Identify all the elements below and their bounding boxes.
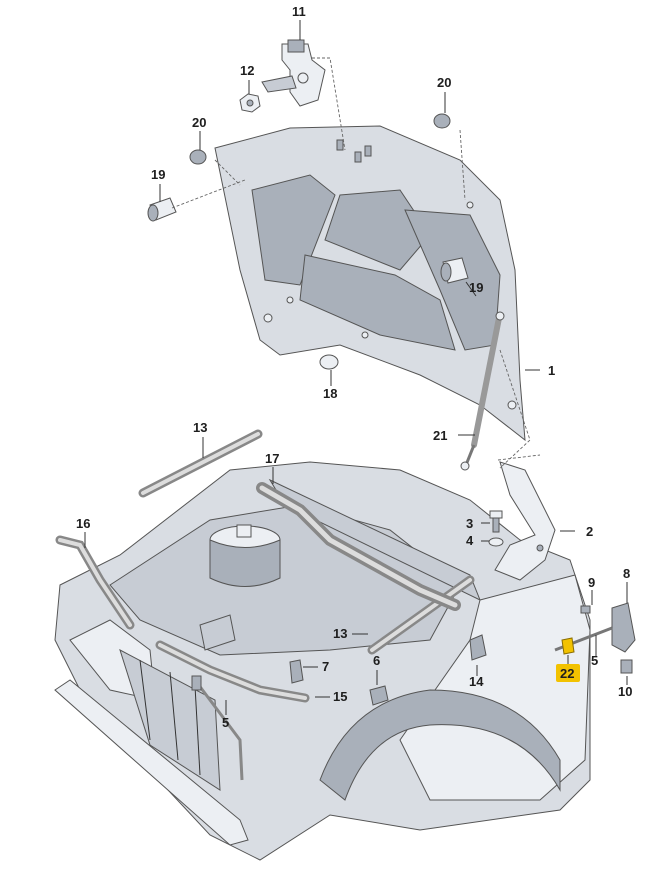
hex-nut xyxy=(239,93,261,113)
release-cable-clip xyxy=(191,675,202,691)
callout-1: 1 xyxy=(548,363,555,378)
callout-3: 3 xyxy=(466,516,473,531)
callout-6: 6 xyxy=(373,653,380,668)
clip-lower xyxy=(620,659,633,674)
callout-19-right: 19 xyxy=(469,280,483,295)
callout-16: 16 xyxy=(76,516,90,531)
release-cable-left xyxy=(193,679,244,781)
hood-hinge xyxy=(494,461,556,581)
seal-strip-front-highlight xyxy=(158,643,307,700)
buffer-block xyxy=(469,634,487,661)
alignment-dashes xyxy=(171,57,541,469)
bracket-block xyxy=(369,685,389,706)
grommet xyxy=(319,354,339,370)
hood-latch-studs xyxy=(336,139,372,163)
callout-12: 12 xyxy=(240,63,254,78)
callout-8: 8 xyxy=(623,566,630,581)
callout-13-upper: 13 xyxy=(193,420,207,435)
front-body-structure xyxy=(54,461,591,861)
screw xyxy=(580,605,591,614)
seal-strip-middle-highlight xyxy=(370,578,472,652)
callout-21: 21 xyxy=(433,428,447,443)
callout-labels: 1 2 3 4 5 5 6 7 8 9 10 11 12 13 13 14 15… xyxy=(76,4,632,730)
hood-panel xyxy=(214,125,526,442)
rubber-stop-right xyxy=(433,113,451,129)
callout-4: 4 xyxy=(466,533,474,548)
buffer-right xyxy=(440,257,469,284)
callout-15: 15 xyxy=(333,689,347,704)
callout-22: 22 xyxy=(560,666,574,681)
callout-20-right: 20 xyxy=(437,75,451,90)
clip-small xyxy=(289,659,304,684)
callout-13-middle: 13 xyxy=(333,626,347,641)
callout-14: 14 xyxy=(469,674,484,689)
hood-lock-assembly xyxy=(261,39,326,107)
callout-7: 7 xyxy=(322,659,329,674)
callout-20-left: 20 xyxy=(192,115,206,130)
release-lever xyxy=(611,602,636,653)
leader-lines xyxy=(84,20,628,715)
callout-19-left: 19 xyxy=(151,167,165,182)
seal-strip-bulkhead-highlight xyxy=(259,485,458,608)
callout-9: 9 xyxy=(588,575,595,590)
rubber-stop-left xyxy=(189,149,207,165)
washer xyxy=(488,537,504,547)
callout-17: 17 xyxy=(265,451,279,466)
callout-11: 11 xyxy=(292,4,306,19)
gas-strut xyxy=(460,311,505,471)
seal-strip-left-highlight xyxy=(58,538,132,627)
bolt xyxy=(489,510,503,533)
callout-2: 2 xyxy=(586,524,593,539)
callout-5-left: 5 xyxy=(222,715,229,730)
buffer-left xyxy=(147,197,177,222)
seal-strip-upper-highlight xyxy=(141,432,260,495)
callout-22-highlight xyxy=(556,664,580,682)
callout-18: 18 xyxy=(323,386,337,401)
callout-5-right: 5 xyxy=(591,653,598,668)
callout-10: 10 xyxy=(618,684,632,699)
highlighted-clip-part xyxy=(561,637,575,655)
